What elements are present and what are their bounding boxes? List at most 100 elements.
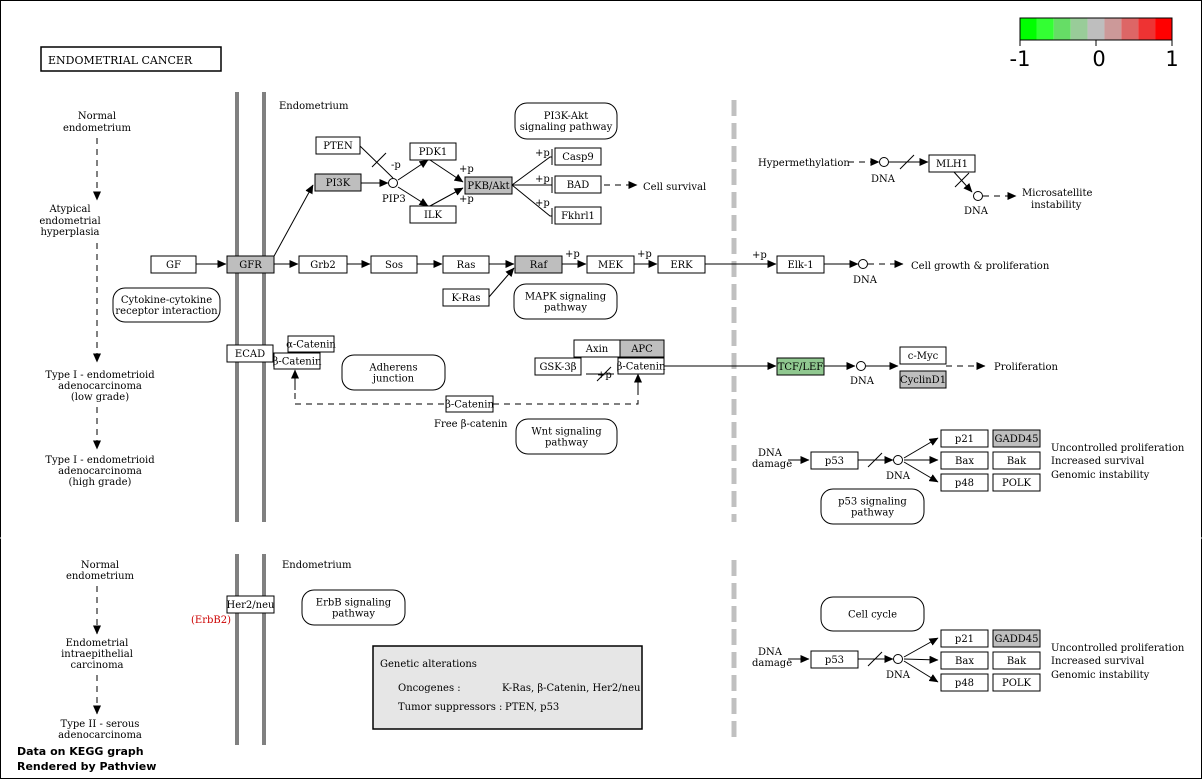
gene-bak[interactable]: Bak: [992, 451, 1041, 470]
gene-casp9[interactable]: Casp9: [554, 147, 602, 166]
plus-p-label: +p: [752, 250, 767, 261]
gene-b-catenin[interactable]: β-Catenin: [273, 352, 322, 370]
gene-gfr[interactable]: GFR: [226, 255, 275, 274]
gene-cyclind1[interactable]: CyclinD1: [899, 370, 947, 389]
stage-atypical: Atypical endometrial hyperplasia: [39, 204, 100, 238]
genetic-alterations-box: Genetic alterations Oncogenes : K-Ras, β…: [372, 645, 643, 730]
outcome-label: Uncontrolled proliferation: [1051, 443, 1185, 454]
gene-kras[interactable]: K-Ras: [442, 288, 490, 307]
gene-sos[interactable]: Sos: [370, 255, 418, 274]
gene-label: CyclinD1: [900, 375, 946, 386]
gene-gadd45-b[interactable]: GADD45: [992, 629, 1041, 648]
gene-elk1[interactable]: Elk-1: [776, 255, 825, 274]
gene-p21-b[interactable]: p21: [940, 629, 989, 648]
gene-gadd45[interactable]: GADD45: [992, 429, 1041, 448]
gene-pi3k[interactable]: PI3K: [314, 173, 362, 192]
gene-a-catenin[interactable]: α-Catenin: [286, 335, 336, 353]
gene-gf[interactable]: GF: [150, 255, 197, 274]
svg-text:endometrial: endometrial: [39, 216, 100, 227]
svg-text:Endometrial: Endometrial: [66, 638, 129, 649]
gene-mek[interactable]: MEK: [586, 255, 635, 274]
gene-axin[interactable]: Axin: [573, 339, 621, 358]
pathway-label: Adherens: [368, 363, 417, 374]
legend-max: 1: [1165, 47, 1178, 71]
pathway-cell-cycle[interactable]: Cell cycle: [820, 596, 925, 632]
gene-fkhrl1[interactable]: Fkhrl1: [554, 206, 602, 225]
gene-tcf[interactable]: TCF/LEF: [776, 357, 825, 376]
gene-pkb[interactable]: PKB/Akt: [464, 176, 513, 195]
gene-ilk[interactable]: ILK: [409, 205, 457, 224]
gene-label: ILK: [424, 210, 443, 221]
gene-label: GFR: [239, 260, 262, 271]
pathway-label: MAPK signaling: [525, 292, 607, 303]
legend-swatch: [1087, 18, 1105, 40]
pathway-label: ErbB signaling: [316, 598, 392, 609]
gene-label: p53: [825, 655, 844, 666]
plus-p-label: +p: [597, 370, 612, 381]
gene-p53[interactable]: p53: [810, 451, 859, 470]
gene-polk[interactable]: POLK: [992, 473, 1041, 492]
legend-swatch: [1020, 18, 1037, 40]
oncogenes-value: K-Ras, β-Catenin, Her2/neu: [502, 683, 641, 694]
gene-bad[interactable]: BAD: [554, 175, 602, 194]
gene-p48[interactable]: p48: [940, 473, 989, 492]
gene-apc[interactable]: APC: [619, 339, 665, 358]
gene-p21[interactable]: p21: [940, 429, 989, 448]
gene-bak-b[interactable]: Bak: [992, 651, 1041, 670]
gene-bax-b[interactable]: Bax: [940, 651, 989, 670]
gene-her2[interactable]: Her2/neu: [226, 595, 276, 614]
gene-b-catenin-free[interactable]: β-Catenin: [445, 395, 494, 413]
dna-label: DNA: [886, 670, 911, 681]
outcome-label: Genomic instability: [1051, 470, 1150, 481]
gene-erk[interactable]: ERK: [657, 255, 706, 274]
gene-polk-b[interactable]: POLK: [992, 673, 1041, 692]
legend-swatch: [1036, 18, 1054, 40]
legend-swatch: [1104, 18, 1122, 40]
footer-line-2: Rendered by Pathview: [17, 760, 156, 773]
gene-label: Ras: [457, 260, 476, 271]
legend-swatch: [1155, 18, 1172, 40]
gene-gsk3b[interactable]: GSK-3β: [534, 357, 582, 376]
gene-pten[interactable]: PTEN: [315, 136, 361, 155]
dna-damage-label-2: damage: [752, 658, 792, 669]
gene-raf[interactable]: Raf: [514, 255, 563, 274]
dna-label: DNA: [964, 206, 989, 217]
gene-label: p53: [825, 456, 844, 467]
gene-label: APC: [630, 344, 653, 355]
outcome-label: Genomic instability: [1051, 670, 1150, 681]
gene-ecad[interactable]: ECAD: [226, 344, 274, 363]
gene-label: POLK: [1002, 478, 1032, 489]
svg-text:endometrium: endometrium: [63, 123, 132, 134]
plus-p-label: +p: [565, 249, 580, 260]
footer-line-1: Data on KEGG graph: [17, 745, 144, 758]
gene-p48-b[interactable]: p48: [940, 673, 989, 692]
gene-ras[interactable]: Ras: [442, 255, 490, 274]
gene-label: Sos: [385, 260, 403, 271]
gene-grb2[interactable]: Grb2: [298, 255, 348, 274]
gene-cmyc[interactable]: c-Myc: [899, 346, 947, 365]
gene-label: Bax: [955, 456, 974, 467]
stage-type1-high: Type I - endometrioid adenocarcinoma (hi…: [45, 455, 155, 488]
legend-min: -1: [1010, 47, 1031, 71]
edges: [196, 145, 1017, 683]
gene-p53-b[interactable]: p53: [810, 650, 859, 669]
gene-pdk1[interactable]: PDK1: [409, 142, 457, 161]
gene-b-catenin2[interactable]: β-Catenin: [617, 357, 666, 375]
pathway-label: PI3K-Akt: [544, 111, 588, 122]
pathway-label: receptor interaction: [115, 306, 218, 317]
dna-circle-3: [973, 191, 983, 201]
plus-p-label: +p: [535, 148, 550, 159]
gene-label: MEK: [598, 260, 624, 271]
gene-bax[interactable]: Bax: [940, 451, 989, 470]
gene-mlh1[interactable]: MLH1: [928, 154, 976, 173]
svg-text:ENDOMETRIAL CANCER: ENDOMETRIAL CANCER: [48, 54, 193, 67]
